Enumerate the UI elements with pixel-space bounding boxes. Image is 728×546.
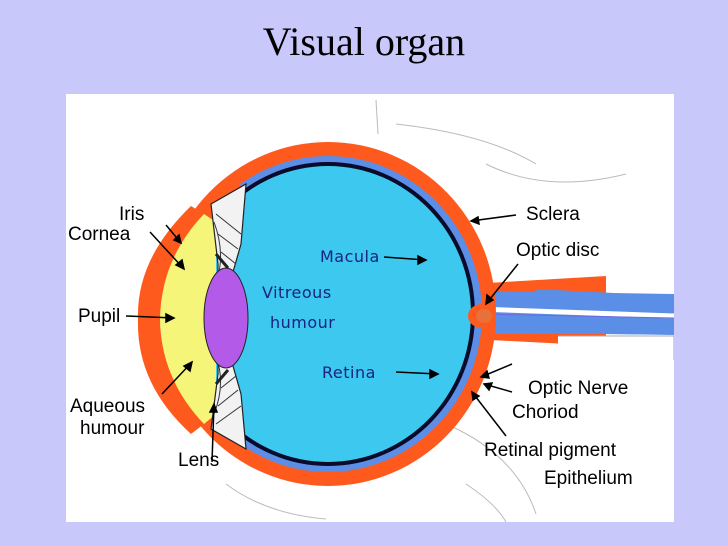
label-choroid: Choriod xyxy=(512,402,579,423)
label-optic-nerve: Optic Nerve xyxy=(528,378,628,399)
slide-title: Visual organ xyxy=(262,19,466,64)
label-pupil: Pupil xyxy=(78,306,120,327)
cornea xyxy=(137,206,204,434)
lens xyxy=(203,267,249,369)
orbit-lines xyxy=(225,99,627,522)
label-retina: Retina xyxy=(322,363,376,382)
pointer-lines xyxy=(125,214,519,463)
aqueous-humour xyxy=(160,214,216,424)
eye-diagram: Iris Cornea Pupil Aqueous humour Lens Vi… xyxy=(68,99,674,522)
label-vitreous-2: humour xyxy=(270,313,335,332)
label-aqueous-1: Aqueous xyxy=(70,396,145,417)
label-macula: Macula xyxy=(320,247,380,266)
label-optic-disc: Optic disc xyxy=(516,240,599,261)
label-sclera: Sclera xyxy=(526,204,580,225)
label-vitreous-1: Vitreous xyxy=(262,283,332,302)
vitreous-body xyxy=(185,166,471,462)
label-lens: Lens xyxy=(178,450,219,471)
diagram-panel: Iris Cornea Pupil Aqueous humour Lens Vi… xyxy=(66,94,674,522)
label-cornea: Cornea xyxy=(68,224,131,245)
label-iris: Iris xyxy=(119,204,144,225)
optic-nerve xyxy=(471,276,674,360)
label-retinal-pigment-2: Epithelium xyxy=(544,468,633,489)
label-retinal-pigment-1: Retinal pigment xyxy=(484,440,617,461)
label-aqueous-2: humour xyxy=(80,418,145,439)
